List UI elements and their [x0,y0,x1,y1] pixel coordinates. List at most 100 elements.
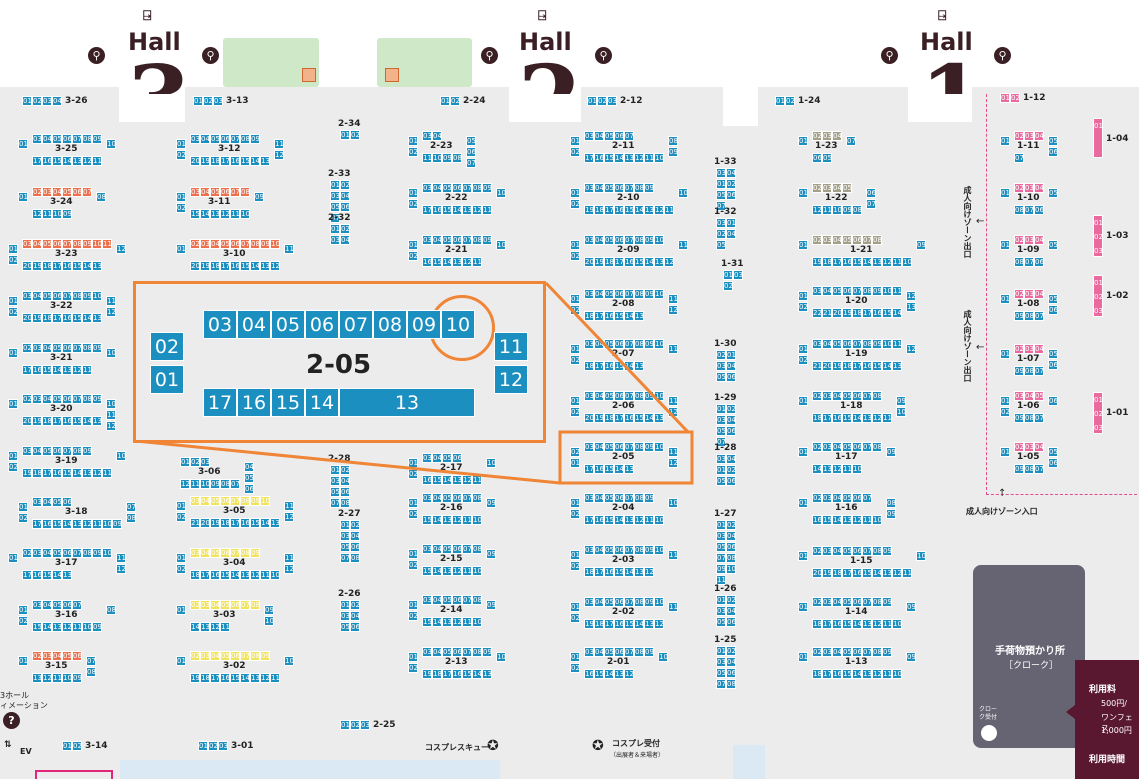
booth-cell[interactable]: 08 [1014,257,1024,267]
booth-cell[interactable]: 01 [570,344,580,354]
booth-cell[interactable]: 03 [422,131,432,141]
booth-cell[interactable]: 15 [250,518,260,528]
booth-cell[interactable]: 06 [614,597,624,607]
booth-cell[interactable]: 04 [594,647,604,657]
booth-cell[interactable]: 07 [624,131,634,141]
booth-cell[interactable]: 08 [126,513,136,523]
booth-cell[interactable]: 11 [116,553,126,563]
booth-cell[interactable]: 01 [8,296,18,306]
booth-cell[interactable]: 01 [716,404,726,414]
booth-cell[interactable]: 15 [52,156,62,166]
booth-cell[interactable]: 01 [176,501,186,511]
booth-cell[interactable]: 08 [82,394,92,404]
booth-cell[interactable]: 10 [496,188,506,198]
booth-cell[interactable]: 01 02 03 [1093,215,1103,257]
booth-cell[interactable]: 16 [594,464,604,474]
booth-cell[interactable]: 10 [200,479,210,489]
booth-cell[interactable]: 14 [892,308,902,318]
booth-cell[interactable]: 18 [842,361,852,371]
booth-cell[interactable]: 05 [52,497,62,507]
booth-cell[interactable]: 13 [270,518,280,528]
booth-cell[interactable]: 06 [52,291,62,301]
booth-cell[interactable]: 05 [52,548,62,558]
booth-cell[interactable]: 15 [422,566,432,576]
booth-cell[interactable]: 11 [422,153,432,163]
booth-cell[interactable]: 01 [193,96,203,106]
booth-cell[interactable]: 04 [1034,344,1044,354]
booth-cell[interactable]: 18 [604,257,614,267]
booth-cell[interactable]: 02 [350,130,360,140]
booth-cell[interactable]: 11 [716,575,726,585]
booth-cell[interactable]: 14 [52,365,62,375]
booth-cell[interactable]: 08 [872,235,882,245]
booth-cell[interactable]: 04 [52,96,62,106]
booth-cell[interactable]: 14 [432,617,442,627]
booth-cell[interactable]: 06 [52,239,62,249]
booth-cell[interactable]: 01 [8,399,18,409]
booth-cell[interactable]: 02 [726,646,736,656]
booth-cell[interactable]: 01 [408,498,418,508]
booth-cell[interactable]: 16 [220,673,230,683]
booth-cell[interactable]: 14 [624,567,634,577]
booth-cell[interactable]: 04 [726,229,736,239]
booth-cell[interactable]: 04 [1034,289,1044,299]
booth-cell[interactable]: 13 [452,257,462,267]
booth-cell[interactable]: 17 [422,205,432,215]
booth-cell[interactable]: 18 [812,413,822,423]
booth-cell[interactable]: 05 [1048,294,1058,304]
booth-cell[interactable]: 18 [584,311,594,321]
booth-cell[interactable]: 10 [284,656,294,666]
booth-cell[interactable]: 08 [72,291,82,301]
booth-cell[interactable]: 17 [32,156,42,166]
booth-cell[interactable]: 11 [668,344,678,354]
booth-cell[interactable]: 14 [432,515,442,525]
zoom-booth-cell[interactable]: 09 [407,310,441,339]
booth-cell[interactable]: 10 [116,451,126,461]
booth-cell[interactable]: 13 [654,413,664,423]
booth-cell[interactable]: 04 [32,291,42,301]
booth-cell[interactable]: 06 [62,134,72,144]
booth-cell[interactable]: 20 [22,261,32,271]
booth-cell[interactable]: 01 [798,551,808,561]
booth-cell[interactable]: 19 [32,313,42,323]
booth-cell[interactable]: 02 [1014,344,1024,354]
booth-cell[interactable]: 09 [1014,311,1024,321]
booth-cell[interactable]: 15 [604,464,614,474]
booth-cell[interactable]: 02 [176,150,186,160]
booth-cell[interactable]: 01 [408,188,418,198]
booth-cell[interactable]: 14 [872,568,882,578]
booth-cell[interactable]: 14 [852,619,862,629]
booth-cell[interactable]: 12 [452,566,462,576]
booth-cell[interactable]: 14 [42,622,52,632]
booth-cell[interactable]: 18 [822,257,832,267]
booth-cell[interactable]: 02 [408,199,418,209]
booth-cell[interactable]: 02 [32,96,42,106]
booth-cell[interactable]: 18 [594,205,604,215]
booth-cell[interactable]: 05 [442,235,452,245]
booth-cell[interactable]: 13 [92,261,102,271]
booth-cell[interactable]: 02 [408,663,418,673]
booth-cell[interactable]: 06 [340,487,350,497]
booth-cell[interactable]: 02 [570,663,580,673]
booth-cell[interactable]: 02 [570,447,580,457]
booth-cell[interactable]: 07 [624,339,634,349]
booth-cell[interactable]: 03 [584,235,594,245]
booth-cell[interactable]: 06 [852,391,862,401]
booth-cell[interactable]: 12 [644,567,654,577]
booth-cell[interactable]: 19 [842,308,852,318]
booth-cell[interactable]: 02 [350,600,360,610]
zoom-booth-cell[interactable]: 11 [494,332,528,361]
booth-cell[interactable]: 01 [198,741,208,751]
booth-cell[interactable]: 02 [726,404,736,414]
booth-cell[interactable]: 05 [716,190,726,200]
booth-cell[interactable]: 08 [82,134,92,144]
booth-cell[interactable]: 01 [8,451,18,461]
booth-cell[interactable]: 03 [584,493,594,503]
booth-cell[interactable]: 06 [1034,257,1044,267]
booth-cell[interactable]: 12 [274,150,284,160]
booth-cell[interactable]: 11 [668,602,678,612]
booth-cell[interactable]: 06 [62,548,72,558]
booth-cell[interactable]: 05 [42,239,52,249]
booth-cell[interactable]: 09 [250,496,260,506]
booth-cell[interactable]: 02 [570,251,580,261]
